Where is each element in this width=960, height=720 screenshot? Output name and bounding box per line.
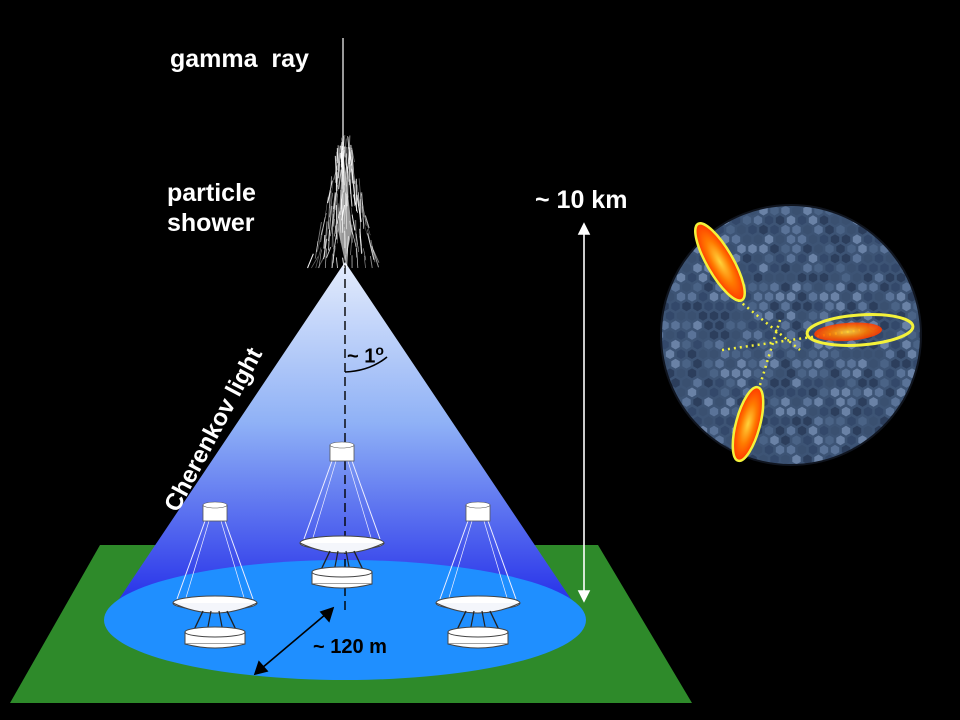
center-telescope bbox=[299, 441, 385, 589]
angle-unit: o bbox=[375, 342, 384, 358]
shower-label-line2: shower bbox=[167, 209, 255, 237]
left-telescope bbox=[172, 501, 258, 649]
light-pool bbox=[104, 560, 586, 680]
angle-value: ~ 1 bbox=[347, 345, 376, 368]
particle-shower bbox=[307, 134, 380, 269]
camera-image bbox=[660, 204, 922, 466]
particle-shower-label: particle shower bbox=[167, 178, 256, 238]
angle-label: ~ 1o bbox=[347, 338, 384, 369]
angle-arc bbox=[344, 356, 388, 373]
distance-label: ~ 120 m bbox=[313, 636, 387, 658]
reconstruction-lines bbox=[721, 299, 861, 386]
height-arrow bbox=[577, 222, 591, 603]
right-telescope bbox=[435, 501, 521, 649]
shower-image-right bbox=[805, 313, 915, 347]
shower-image-bottom bbox=[731, 385, 765, 463]
distance-arrow bbox=[253, 606, 335, 676]
height-label: ~ 10 km bbox=[535, 186, 628, 214]
gamma-ray-label: gamma ray bbox=[170, 45, 309, 73]
shower-image-top-left bbox=[694, 222, 746, 302]
shower-label-line1: particle bbox=[167, 179, 256, 207]
